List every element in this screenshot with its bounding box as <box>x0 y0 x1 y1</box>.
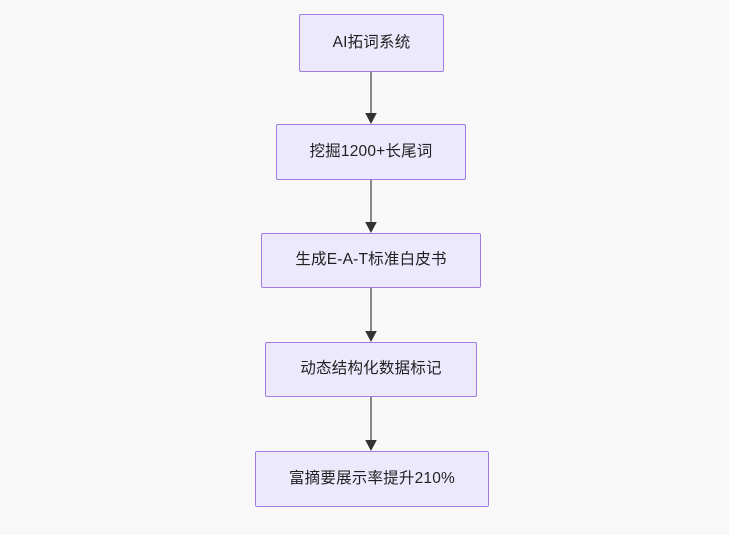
flowchart-node-dynamic-structured-data-markup[interactable]: 动态结构化数据标记 <box>265 342 477 397</box>
flowchart-node-ai-keyword-system[interactable]: AI拓词系统 <box>299 14 444 72</box>
node-label: 动态结构化数据标记 <box>300 360 442 378</box>
flowchart-node-rich-snippet-rate-increase[interactable]: 富摘要展示率提升210% <box>255 451 489 507</box>
node-label: 挖掘1200+长尾词 <box>309 142 433 160</box>
edge-node3-to-node4 <box>365 288 377 342</box>
flowchart-node-generate-eat-whitepaper[interactable]: 生成E-A-T标准白皮书 <box>261 233 481 288</box>
flowchart-node-mine-longtail-keywords[interactable]: 挖掘1200+长尾词 <box>276 124 466 180</box>
edge-node1-to-node2 <box>365 72 377 124</box>
node-label: AI拓词系统 <box>332 33 411 51</box>
edge-node2-to-node3 <box>365 180 377 233</box>
edge-node4-to-node5 <box>365 397 377 451</box>
node-label: 生成E-A-T标准白皮书 <box>295 251 447 269</box>
node-label: 富摘要展示率提升210% <box>288 469 456 487</box>
